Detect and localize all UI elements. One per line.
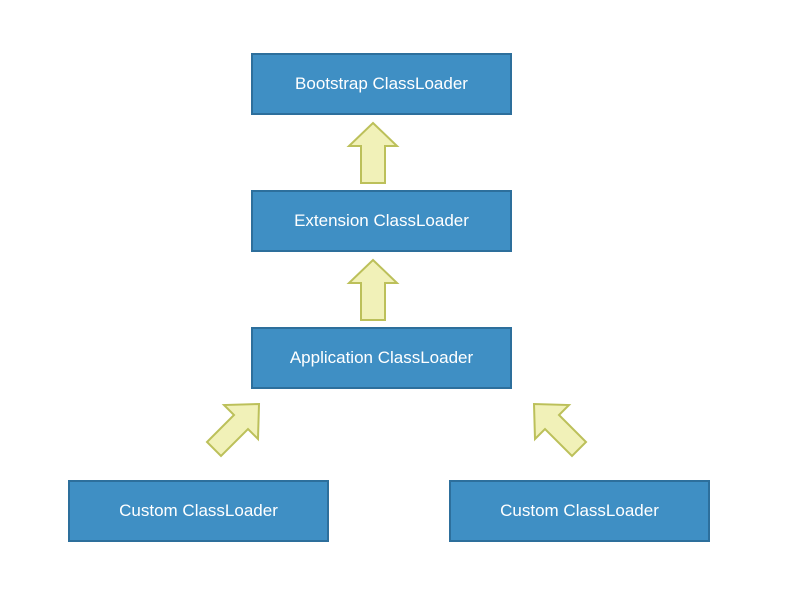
custom-classloader-left-label: Custom ClassLoader — [119, 501, 278, 520]
arrow-up-icon — [346, 121, 400, 184]
extension-classloader-label: Extension ClassLoader — [294, 211, 469, 230]
extension-classloader-node: Extension ClassLoader — [251, 190, 512, 252]
custom-classloader-right-node: Custom ClassLoader — [449, 480, 710, 542]
bootstrap-classloader-label: Bootstrap ClassLoader — [295, 74, 468, 93]
arrow-diagonal-up-left-icon — [532, 402, 588, 458]
bootstrap-classloader-node: Bootstrap ClassLoader — [251, 53, 512, 115]
arrow-diagonal-up-right-icon — [205, 402, 261, 458]
custom-classloader-left-node: Custom ClassLoader — [68, 480, 329, 542]
custom-classloader-right-label: Custom ClassLoader — [500, 501, 659, 520]
arrow-up-icon — [346, 258, 400, 321]
application-classloader-label: Application ClassLoader — [289, 348, 474, 367]
application-classloader-node: Application ClassLoader — [251, 327, 512, 389]
